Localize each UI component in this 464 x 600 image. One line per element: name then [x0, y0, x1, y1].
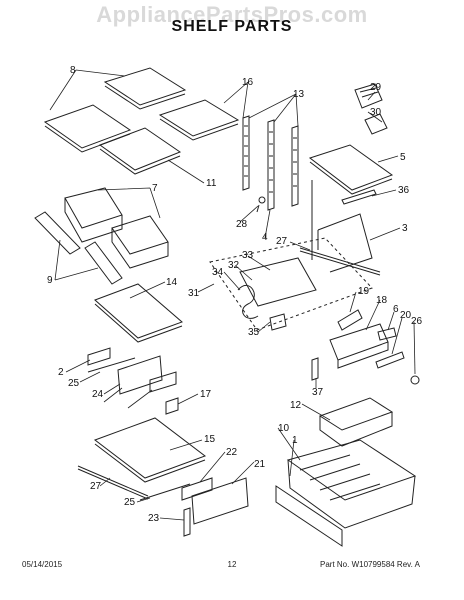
callout: 6	[393, 304, 399, 315]
callout: 25	[124, 497, 136, 508]
part-37	[311, 357, 319, 381]
callout: 3	[402, 223, 408, 234]
rod-27	[299, 247, 381, 276]
shelf-11	[98, 127, 182, 175]
part-20	[375, 351, 405, 369]
callout: 34	[212, 267, 224, 278]
callout: 30	[370, 107, 382, 118]
tubing-34	[237, 284, 259, 319]
drawer-10	[286, 439, 417, 529]
bracket-2b	[149, 371, 177, 393]
drawer-cover-15	[93, 417, 207, 483]
drawer-front-1	[275, 485, 343, 547]
control-housing-18	[329, 323, 389, 369]
shelf-16	[158, 99, 240, 141]
callout: 8	[70, 65, 76, 76]
diagram-title: SHELF PARTS	[171, 18, 293, 35]
callout: 2	[58, 367, 64, 378]
shelf-ladder-13b	[267, 119, 275, 211]
callout: 25	[68, 378, 80, 389]
bracket-2a	[87, 347, 111, 366]
cover-9b	[84, 241, 123, 285]
callout: 26	[411, 316, 423, 327]
callout: 16	[242, 77, 254, 88]
bracket-25a	[87, 357, 136, 373]
part-30	[364, 113, 388, 135]
callout: 11	[206, 178, 217, 189]
part-35	[269, 313, 287, 331]
bracket-19	[337, 309, 363, 331]
shelf-14	[94, 283, 183, 343]
crisper-7b	[111, 215, 169, 269]
crisper-7a	[64, 187, 123, 243]
callout: 24	[92, 389, 104, 400]
callout: 29	[370, 82, 382, 93]
callout: 23	[148, 513, 160, 524]
watermark: AppliancePartsPros.com	[96, 2, 368, 27]
callout: 17	[200, 389, 212, 400]
callout: 32	[228, 260, 240, 271]
part-17	[165, 397, 179, 415]
rail-25-lower	[139, 483, 191, 501]
bracket-24	[117, 355, 163, 395]
bin-12	[318, 397, 394, 447]
footer-page-number: 12	[227, 560, 237, 569]
bracket-22	[181, 477, 213, 501]
callout: 10	[278, 423, 290, 434]
footer-part-number: Part No. W10799584 Rev. A	[320, 560, 420, 569]
glass-shelf-8b	[43, 104, 132, 153]
cover-9a	[34, 211, 81, 255]
callout: 27	[90, 481, 102, 492]
detail-box	[209, 237, 373, 331]
shelf-ladder-13a	[242, 115, 250, 191]
bracket-36	[341, 189, 377, 205]
rail-3	[311, 180, 373, 273]
callout: 33	[242, 250, 254, 261]
callout: 28	[236, 219, 248, 230]
shelf-5	[308, 144, 394, 195]
rod-27-lower	[77, 465, 149, 500]
callout: 13	[293, 89, 305, 100]
part-29	[354, 83, 383, 109]
callout: 35	[248, 327, 260, 338]
screw-28	[256, 196, 266, 213]
shelf-ladder-13c	[291, 125, 299, 207]
callout: 19	[358, 286, 370, 297]
housing-33	[239, 257, 317, 307]
callout: 12	[290, 400, 302, 411]
callout: 15	[204, 434, 216, 445]
part-6	[377, 327, 397, 341]
callout: 22	[226, 447, 238, 458]
footer-date: 05/14/2015	[22, 560, 63, 569]
callout: 1	[292, 435, 298, 446]
callout: 5	[400, 152, 406, 163]
callout: 31	[188, 288, 200, 299]
callout: 27	[276, 236, 288, 247]
callout: 36	[398, 185, 410, 196]
callout: 9	[47, 275, 53, 286]
bracket-21	[191, 477, 249, 525]
callout: 14	[166, 277, 178, 288]
callout: 20	[400, 310, 412, 321]
callout: 4	[262, 232, 268, 243]
callout: 21	[254, 459, 266, 470]
callout: 37	[312, 387, 324, 398]
glass-shelf-8a	[103, 67, 187, 110]
callout: 18	[376, 295, 388, 306]
part-23	[183, 507, 191, 537]
callout: 7	[152, 183, 158, 194]
part-26	[410, 375, 420, 385]
